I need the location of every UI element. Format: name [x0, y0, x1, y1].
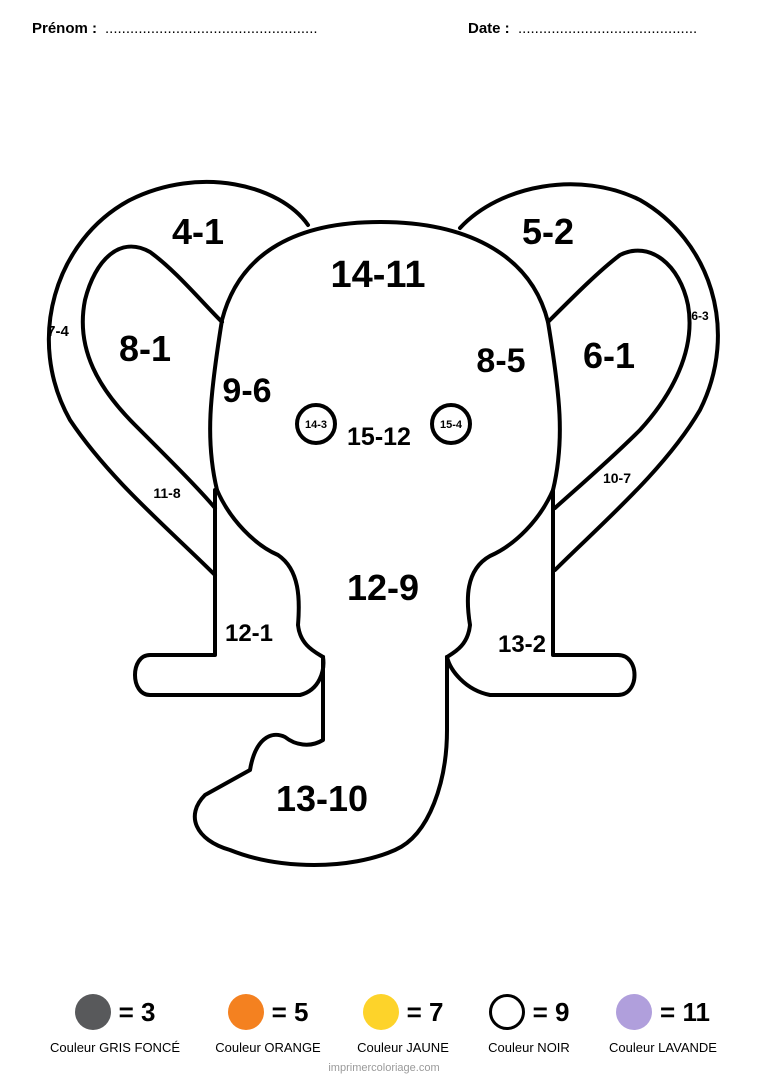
eye-left-region[interactable] — [295, 403, 337, 445]
name-label: Prénom : — [32, 20, 98, 37]
zone-label-ear-left-outer: 4-1 — [172, 211, 224, 252]
legend-item-yellow: = 7 Couleur JAUNE — [328, 990, 478, 1055]
color-swatch-orange — [227, 994, 264, 1030]
zone-label-ear-right-side: 6-3 — [691, 309, 709, 323]
body-region[interactable] — [215, 488, 325, 659]
leg-right-region[interactable] — [445, 488, 637, 697]
legend-label: Couleur GRIS FONCÉ — [49, 1040, 181, 1055]
color-swatch-lavender — [616, 994, 653, 1030]
legend-item-black: = 9 Couleur NOIR — [454, 990, 604, 1055]
legend-label: Couleur LAVANDE — [609, 1040, 717, 1055]
color-swatch-black-outline — [488, 994, 525, 1030]
zone-label-ear-left-lower: 11-8 — [153, 485, 180, 501]
legend-label: Couleur NOIR — [488, 1040, 570, 1055]
ear-left-inner-region[interactable] — [80, 244, 224, 510]
zone-label-leg-left: 12-1 — [225, 620, 273, 647]
date-label: Date : — [468, 20, 510, 37]
zone-label-ear-left-inner: 8-1 — [119, 328, 171, 369]
zone-label-ear-left-side: 7-4 — [47, 323, 69, 340]
legend-value: = 5 — [271, 996, 309, 1027]
legend-item-lavender: = 11 Couleur LAVANDE — [588, 990, 738, 1055]
legend-label: Couleur JAUNE — [357, 1040, 449, 1055]
footer-website: imprimercoloriage.com — [328, 1062, 440, 1074]
zone-label-cheek-left: 9-6 — [222, 372, 271, 410]
name-field[interactable]: ........................................… — [105, 20, 318, 37]
zone-label-leg-right: 13-2 — [498, 631, 546, 658]
legend-item-orange: = 5 Couleur ORANGE — [193, 990, 343, 1055]
zone-label-cheek-right: 8-5 — [476, 342, 525, 380]
legend-label: Couleur ORANGE — [215, 1040, 321, 1055]
zone-label-ear-right-inner: 6-1 — [583, 335, 635, 376]
legend-value: = 9 — [532, 996, 570, 1027]
date-field[interactable]: ........................................… — [518, 20, 698, 37]
head-region[interactable] — [208, 220, 562, 492]
legend-item-gray: = 3 Couleur GRIS FONCÉ — [40, 990, 190, 1055]
zone-label-body: 12-9 — [347, 567, 419, 608]
zone-label-trunk: 13-10 — [276, 778, 368, 819]
zone-label-ear-right-lower: 10-7 — [603, 470, 631, 486]
legend-value: = 7 — [406, 996, 444, 1027]
ear-left-outer-region[interactable] — [46, 180, 310, 577]
zone-label-ear-right-outer: 5-2 — [522, 211, 574, 252]
eye-right-region[interactable] — [430, 403, 472, 445]
ear-right-outer-region[interactable] — [458, 182, 720, 572]
leg-left-region[interactable] — [133, 488, 326, 697]
zone-label-forehead: 14-11 — [330, 254, 425, 296]
zone-label-face-center: 15-12 — [347, 423, 411, 451]
color-swatch-gray — [74, 994, 111, 1030]
legend-value: = 3 — [118, 996, 156, 1027]
zone-label-eye-right: 15-4 — [440, 419, 463, 431]
ear-right-inner-region[interactable] — [546, 248, 692, 510]
zone-label-eye-left: 14-3 — [305, 419, 327, 431]
legend-value: = 11 — [660, 996, 710, 1027]
color-swatch-yellow — [362, 994, 399, 1030]
trunk-region[interactable] — [192, 655, 449, 867]
